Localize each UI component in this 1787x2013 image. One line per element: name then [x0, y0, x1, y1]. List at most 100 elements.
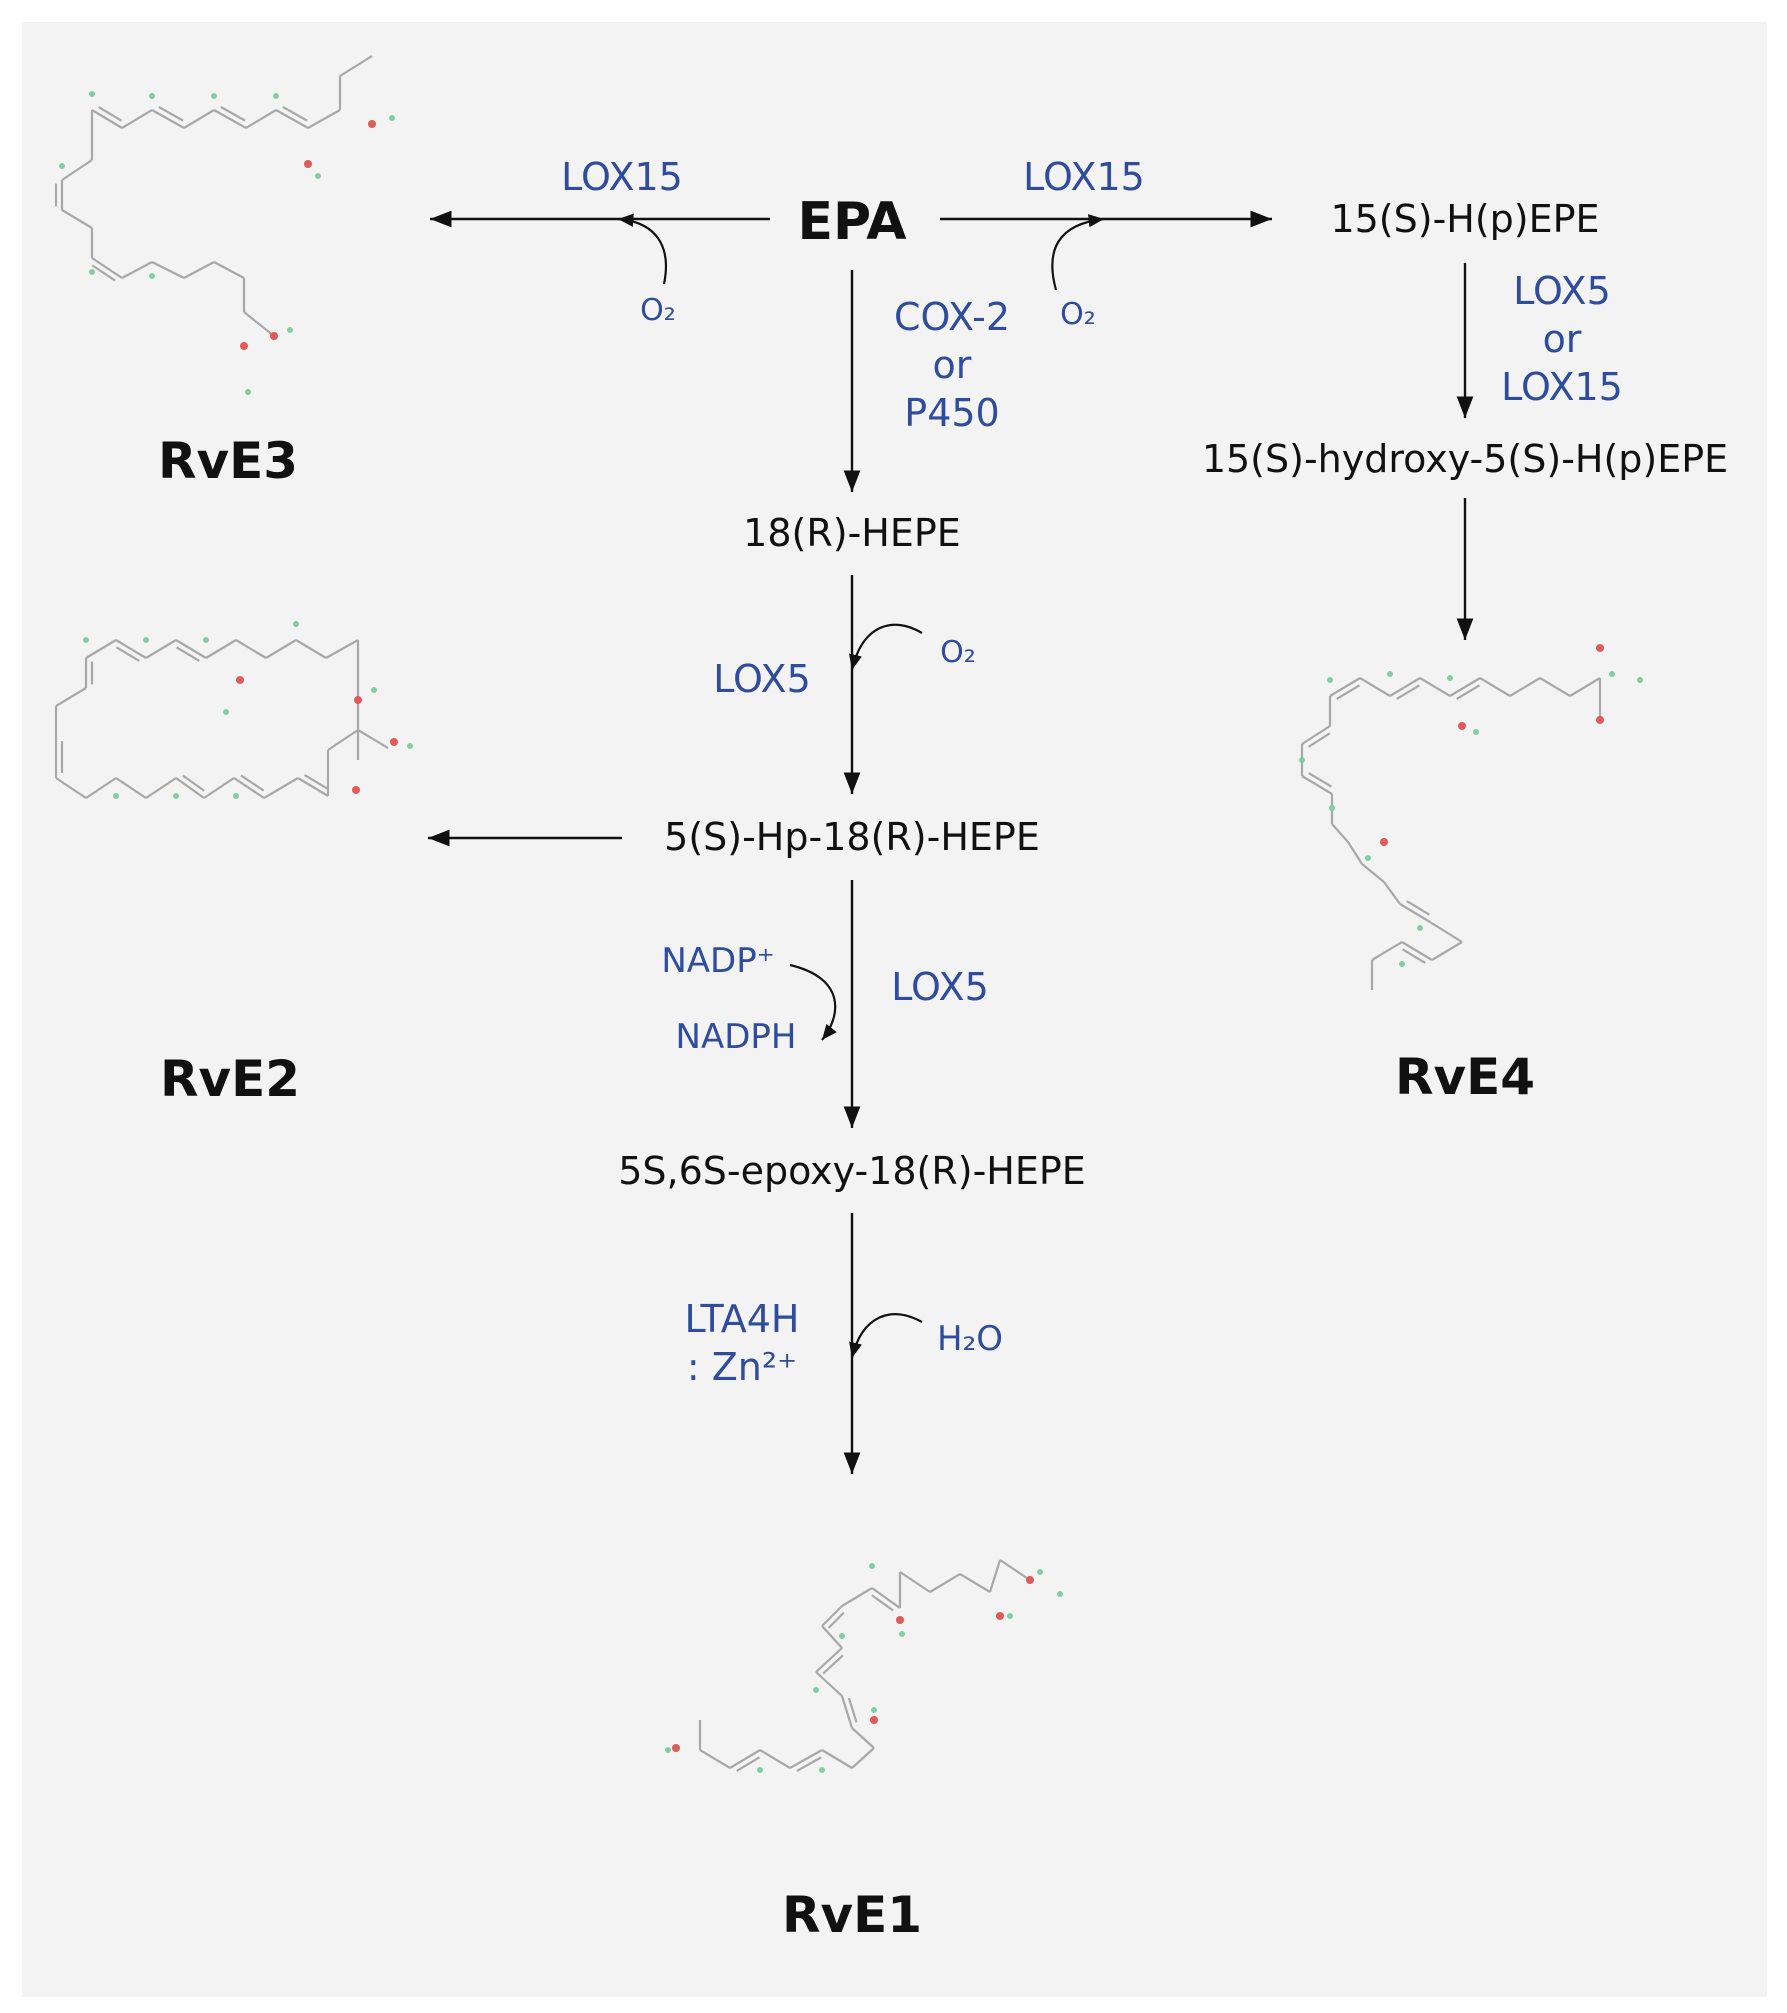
double-bond — [304, 774, 329, 790]
o2-curve-left — [617, 213, 668, 285]
enzyme-lox15-right: LOX15 — [1023, 155, 1145, 199]
o2-curve-right — [1051, 214, 1105, 291]
bond — [899, 1571, 931, 1593]
node-18r-hepe: 18(R)-HEPE — [743, 511, 961, 555]
bond — [213, 261, 245, 279]
bond — [263, 777, 299, 799]
hydrogen-atom — [89, 269, 95, 275]
hydrogen-atom — [233, 793, 239, 799]
bond — [91, 257, 123, 279]
double-bond — [827, 1611, 845, 1629]
enzyme-lox5-b: LOX5 — [891, 965, 989, 1009]
hydrogen-atom — [1329, 805, 1335, 811]
oxygen-atom — [270, 332, 278, 340]
bond — [121, 261, 153, 279]
double-bond — [220, 105, 246, 122]
oxygen-atom — [1026, 1576, 1034, 1584]
rve1-structure — [665, 1559, 1063, 1773]
bond — [243, 311, 275, 337]
enzyme-lox15-left: LOX15 — [561, 155, 683, 199]
product-rve3: RvE3 — [157, 432, 299, 490]
bond — [213, 109, 247, 129]
bond — [1401, 941, 1433, 961]
enzyme-or: or — [1542, 317, 1582, 361]
double-bond — [1336, 684, 1361, 700]
oxygen-atom — [1380, 838, 1388, 846]
node-5s6s-epoxy-18r-hepe: 5S,6S-epoxy-18(R)-HEPE — [618, 1149, 1086, 1193]
bond — [851, 1747, 875, 1769]
hydrogen-atom — [407, 743, 413, 749]
bond — [815, 1647, 843, 1673]
double-bond — [115, 646, 140, 662]
bond — [307, 109, 341, 129]
nadp-curve — [789, 963, 837, 1041]
bond — [929, 1573, 961, 1593]
double-bond — [1406, 900, 1431, 916]
hydrogen-atom — [293, 621, 299, 627]
rve3-structure — [54, 55, 395, 395]
bond — [295, 639, 327, 659]
enzyme-zn-cofactor: : Zn²⁺ — [686, 1345, 798, 1389]
enzyme-cox2: COX-2 — [893, 295, 1011, 339]
bond — [1569, 677, 1601, 697]
h2o-curve — [849, 1313, 923, 1359]
oxygen-atom — [896, 1616, 904, 1624]
enzyme-lta4h: LTA4H — [684, 1297, 800, 1341]
bond — [959, 1573, 991, 1593]
bond — [265, 639, 297, 659]
bond — [1359, 677, 1391, 697]
cofactor-o2-mid: O₂ — [940, 635, 976, 670]
hydrogen-atom — [1365, 855, 1371, 861]
bond — [1371, 941, 1403, 961]
bond — [233, 777, 265, 799]
bond — [175, 639, 207, 659]
enzyme-or: or — [932, 343, 972, 387]
bond — [821, 1749, 853, 1769]
double-bond — [871, 1594, 894, 1612]
hydrogen-atom — [757, 1767, 763, 1773]
bond — [205, 639, 237, 659]
bond — [729, 1749, 761, 1769]
hydrogen-atom — [1327, 677, 1333, 683]
double-bond — [1308, 772, 1333, 788]
bond — [145, 639, 177, 659]
hydrogen-atom — [665, 1747, 671, 1753]
bond — [175, 777, 205, 799]
bond — [851, 1727, 875, 1749]
oxygen-atom — [996, 1612, 1004, 1620]
bond — [1329, 677, 1361, 697]
oxygen-atom — [368, 120, 376, 128]
bond — [275, 109, 309, 129]
product-rve1: RvE1 — [781, 1886, 923, 1944]
double-bond — [240, 774, 265, 792]
bond — [55, 777, 87, 799]
double-bond — [158, 105, 184, 122]
bond — [91, 109, 123, 129]
node-5s-hp-18r-hepe: 5(S)-Hp-18(R)-HEPE — [664, 815, 1040, 859]
bond — [325, 639, 359, 659]
bond — [245, 109, 277, 129]
hydrogen-atom — [389, 115, 395, 121]
hydrogen-atom — [371, 687, 377, 693]
bond — [1361, 863, 1385, 883]
bond — [1389, 677, 1421, 697]
oxygen-atom — [354, 696, 362, 704]
hydrogen-atom — [245, 389, 251, 395]
bond — [151, 261, 185, 279]
diagram-panel — [22, 22, 1767, 1997]
hydrogen-atom — [273, 93, 279, 99]
hydrogen-atom — [173, 793, 179, 799]
hydrogen-atom — [149, 93, 155, 99]
bond — [183, 261, 215, 279]
hydrogen-atom — [1609, 671, 1615, 677]
cofactor-nadp: NADP⁺ — [661, 941, 775, 981]
double-bond — [1308, 732, 1331, 748]
hydrogen-atom — [1387, 671, 1393, 677]
bond — [85, 777, 117, 799]
bond — [841, 1587, 873, 1607]
bond — [1539, 677, 1571, 697]
hydrogen-atom — [1057, 1591, 1063, 1597]
bond — [327, 729, 359, 751]
enzyme-lox5-a: LOX5 — [713, 657, 811, 701]
bond — [1419, 677, 1451, 697]
